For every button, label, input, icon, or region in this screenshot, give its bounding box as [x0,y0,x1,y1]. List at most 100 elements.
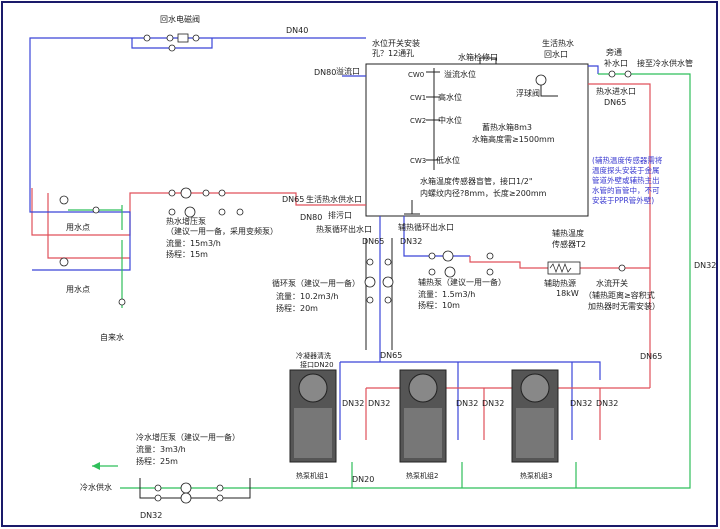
label-overflow: 溢流口 [336,66,360,76]
label-dn65-right: DN65 [640,352,662,361]
hot-supply-pipe [31,188,366,236]
label-drain: 排污口 [328,210,352,220]
label-unit3: 热泵机组3 [520,471,552,480]
label-mid-level: 中水位 [438,115,462,125]
label-aux-power: 18kW [556,289,579,298]
use-point-faucets [59,195,126,306]
return-valve-group [143,33,200,52]
label-aux-pump: 辅热泵（建议一用一备） [418,277,506,287]
boost-pump-group [168,187,244,218]
label-return-valve: 回水电磁阀 [160,14,200,24]
label-circ-outlet: 热泵循环出水口 [316,224,372,234]
label-dn32-a: DN32 [400,237,422,246]
label-cond-clean2: 接口DN20 [300,360,334,369]
tank-icon [365,63,589,217]
label-hot-inlet: 热水进水口 [596,86,636,96]
label-flow-switch-note2: 加热器时无需安装） [588,301,660,311]
label-bypass2: 补水口 [604,58,628,68]
label-sensor-note2: 内螺纹内径?8mm，长度≥200mm [420,188,547,198]
heat-pump-unit-2 [399,369,447,463]
heater-coil [549,263,572,273]
circ-pump-group [364,258,394,304]
label-cold-flow: 流量：3m3/h [136,444,186,454]
heat-pump-unit-1 [289,369,337,463]
float-valve-icon [535,74,547,86]
label-dn32-u2b: DN32 [482,399,504,408]
label-unit1: 热泵机组1 [296,471,328,480]
label-low-level: 低水位 [436,155,460,165]
label-circ-head: 扬程：20m [276,303,318,313]
label-dn65-c: DN65 [362,237,384,246]
label-to-cold: 接至冷水供水管 [637,58,693,68]
label-dn80-overflow: DN80 [314,68,336,77]
label-dn32-u3b: DN32 [596,399,618,408]
label-flow-switch: 水流开关 [596,278,628,288]
label-dn32-bottom: DN32 [140,511,162,520]
label-use-point2: 用水点 [66,284,90,294]
label-boost-pump: 热水增压泵 [166,216,206,226]
cold-main-pipe [120,73,691,489]
label-life-return2: 回水口 [544,49,568,59]
level-marks [426,71,440,161]
hot-return-branch [29,188,131,271]
label-dn32-u1b: DN32 [368,399,390,408]
float-arm [540,85,558,97]
label-dn80-drain: DN80 [300,213,322,222]
aux-heater-icon [547,261,581,275]
makeup-inlet [588,65,599,74]
label-dn65-b: DN65 [282,195,304,204]
sensor-well [404,200,420,215]
label-tank-spec: 蓄热水箱8m3 [482,122,532,132]
label-dn40: DN40 [286,26,308,35]
aux-pump-group [428,250,626,278]
label-overflow-level: 溢流水位 [444,69,476,79]
cold-pump-group [154,482,224,504]
label-inspection: 水箱检修口 [458,52,498,62]
hot-inlet-pipe [588,83,651,388]
label-cw1: CW1 [410,94,426,102]
label-cw2: CW2 [410,117,426,125]
label-life-supply: 生活热水供水口 [306,194,362,204]
label-dn32-u2a: DN32 [456,399,478,408]
label-cond-clean: 冷凝器清洗 [296,351,331,360]
unit-makeup-pipes [351,462,577,488]
label-use-point1: 用水点 [66,222,90,232]
label-dn32-right: DN32 [694,261,716,270]
label-unit2: 热泵机组2 [406,471,438,480]
label-cw0: CW0 [408,71,424,79]
label-aux-outlet: 辅热循环出水口 [398,222,454,232]
label-dn20: DN20 [352,475,374,484]
label-boost-head: 扬程：15m [166,249,208,259]
return-pipe [29,37,366,188]
label-aux-temp: 辅热温度 [552,228,584,238]
label-flow-switch-note: （辅热距离≥容积式 [584,290,655,300]
label-cold-supply: 冷水供水 [80,482,112,492]
circ-header-pipe [340,361,601,380]
label-boost-flow: 流量：15m3/h [166,238,221,248]
label-boost-pump-note: （建议一用一备，采用变频泵） [166,226,278,236]
label-aux-heater: 辅助热源 [544,278,576,288]
label-aux-temp2: 传感器T2 [552,239,586,249]
label-aux-note: (辅热温度传感器需将温度探头安装于金属管道外壁或辅热主出水管的盲管中，不可安装于… [592,156,663,205]
aux-note-box: (辅热温度传感器需将温度探头安装于金属管道外壁或辅热主出水管的盲管中，不可安装于… [592,156,663,205]
label-cold-head: 扬程：25m [136,456,178,466]
label-level-switch2: 孔？12通孔 [372,48,414,58]
label-tank-height: 水箱高度需≥1500mm [472,134,555,144]
aux-pump-line [469,256,588,269]
cold-arrow-head [92,462,100,470]
label-tap-water: 自来水 [100,332,124,342]
label-circ-pump: 循环泵（建议一用一备） [272,278,360,288]
unit-return-pipes [365,388,601,440]
label-float-valve: 浮球阀 [516,88,540,98]
label-sensor-note1: 水箱温度传感器盲管，接口1/2" [420,176,533,186]
label-cold-pump: 冷水增压泵（建议一用一备） [136,432,240,442]
hot-supply-branch [47,193,130,259]
label-aux-head: 扬程：10m [418,300,460,310]
label-bypass: 旁通 [606,47,622,57]
label-high-level: 高水位 [438,92,462,102]
heat-pump-unit-3 [511,369,559,463]
label-dn65-d: DN65 [380,351,402,360]
inspection-hatch [479,57,497,64]
